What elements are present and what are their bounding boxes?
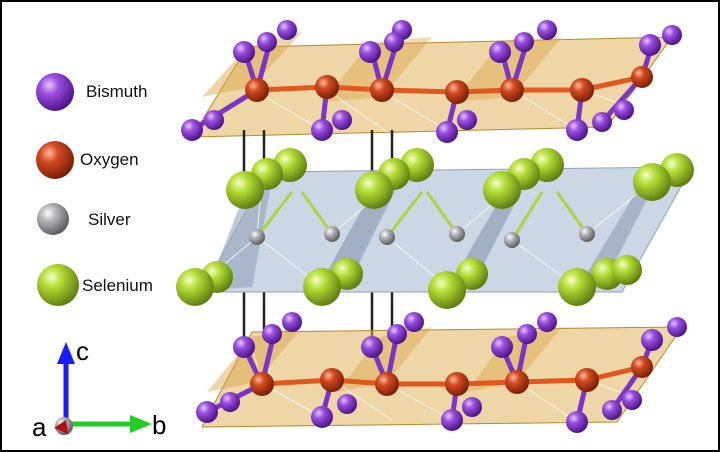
middle-atoms xyxy=(176,148,694,309)
legend-label-silver: Silver xyxy=(88,210,131,229)
bismuth-atom xyxy=(614,100,634,120)
bismuth-atom xyxy=(262,324,282,344)
bismuth-atom xyxy=(181,119,203,141)
bismuth-atom xyxy=(387,324,407,344)
selenium-atom xyxy=(612,255,642,285)
bismuth-atom xyxy=(537,20,557,40)
oxygen-atom xyxy=(370,78,394,102)
bismuth-atom xyxy=(332,110,352,130)
ag-se-bonds xyxy=(255,191,589,241)
bismuth-atom xyxy=(204,110,224,130)
top-atoms xyxy=(181,20,682,143)
bottom-bi-o-layer xyxy=(196,312,687,433)
top-bi-o-layer xyxy=(181,20,682,143)
silver-atom xyxy=(449,226,465,242)
bismuth-atom xyxy=(233,41,255,63)
bismuth-atom xyxy=(436,121,458,143)
bismuth-atom xyxy=(566,411,588,433)
bismuth-atom xyxy=(491,336,513,358)
legend-label-selenium: Selenium xyxy=(82,276,153,295)
bottom-layer-face xyxy=(337,327,432,392)
bottom-layer-face xyxy=(207,327,302,392)
oxygen-atom xyxy=(500,78,524,102)
bismuth-atom xyxy=(337,394,357,414)
bottom-layer-slab xyxy=(201,326,683,428)
bismuth-atom xyxy=(311,119,333,141)
bismuth-atom xyxy=(592,112,612,132)
bismuth-atom xyxy=(462,397,482,417)
bismuth-atom xyxy=(602,400,622,420)
selenium-atom xyxy=(483,171,521,209)
bismuth-atom xyxy=(384,32,404,52)
silver-atom xyxy=(504,232,520,248)
bismuth-atom xyxy=(359,41,381,63)
selenium-atom xyxy=(633,163,671,201)
legend-oxygen-swatch xyxy=(36,141,74,179)
bismuth-atom xyxy=(220,392,240,412)
bismuth-atom xyxy=(639,34,661,56)
bismuth-atom xyxy=(361,336,383,358)
legend-label-bismuth: Bismuth xyxy=(86,82,148,101)
b-axis-arrowhead xyxy=(130,415,152,433)
bottom-atoms xyxy=(196,312,687,433)
a-axis-arrow xyxy=(54,420,68,434)
middle-ag-se-layer xyxy=(176,148,694,309)
bottom-layer-face xyxy=(467,327,562,392)
legend-silver-swatch xyxy=(37,203,69,235)
bismuth-atom xyxy=(196,401,218,423)
oxygen-atom xyxy=(320,368,344,392)
silver-atom xyxy=(324,226,340,242)
axis-label-c: c xyxy=(76,336,89,366)
legend-selenium-swatch xyxy=(37,264,79,306)
oxygen-atom xyxy=(631,356,653,378)
oxygen-atom xyxy=(445,372,469,396)
bismuth-atom xyxy=(404,312,424,332)
bismuth-atom xyxy=(277,20,297,40)
axis-label-a: a xyxy=(32,412,47,442)
bismuth-atom xyxy=(537,312,557,332)
legend-label-oxygen: Oxygen xyxy=(80,150,139,169)
silver-atom xyxy=(379,229,395,245)
silver-atom xyxy=(579,226,595,242)
selenium-atom xyxy=(303,268,341,306)
oxygen-atom xyxy=(245,78,269,102)
selenium-atom xyxy=(558,268,596,306)
c-axis-arrowhead xyxy=(57,342,75,364)
bismuth-atom xyxy=(662,25,682,45)
bismuth-atom xyxy=(441,409,463,431)
axis-label-b: b xyxy=(152,410,167,440)
bismuth-atom xyxy=(489,41,511,63)
bismuth-atom xyxy=(514,32,534,52)
selenium-atom xyxy=(355,171,393,209)
bismuth-atom xyxy=(311,406,333,428)
top-layer-slab-face xyxy=(202,32,302,97)
selenium-atom xyxy=(428,271,466,309)
bismuth-atom xyxy=(667,317,687,337)
oxygen-atom xyxy=(570,78,594,102)
selenium-atom xyxy=(176,268,214,306)
oxygen-atom xyxy=(445,80,469,104)
oxygen-atom xyxy=(575,368,599,392)
bismuth-atom xyxy=(233,336,255,358)
oxygen-atom xyxy=(250,372,274,396)
bismuth-atom xyxy=(641,329,663,351)
legend-bismuth-swatch xyxy=(36,73,74,111)
selenium-atom xyxy=(226,171,264,209)
bismuth-atom xyxy=(257,32,277,52)
silver-atom xyxy=(249,229,265,245)
axis-triad xyxy=(54,342,152,435)
bismuth-atom xyxy=(622,390,642,410)
bismuth-atom xyxy=(457,110,477,130)
legend-swatches xyxy=(36,73,79,306)
bismuth-atom xyxy=(566,119,588,141)
oxygen-atom xyxy=(315,75,339,99)
bismuth-atom xyxy=(282,312,302,332)
bismuth-atom xyxy=(517,324,537,344)
oxygen-atom xyxy=(505,370,529,394)
oxygen-atom xyxy=(631,66,653,88)
oxygen-atom xyxy=(375,372,399,396)
